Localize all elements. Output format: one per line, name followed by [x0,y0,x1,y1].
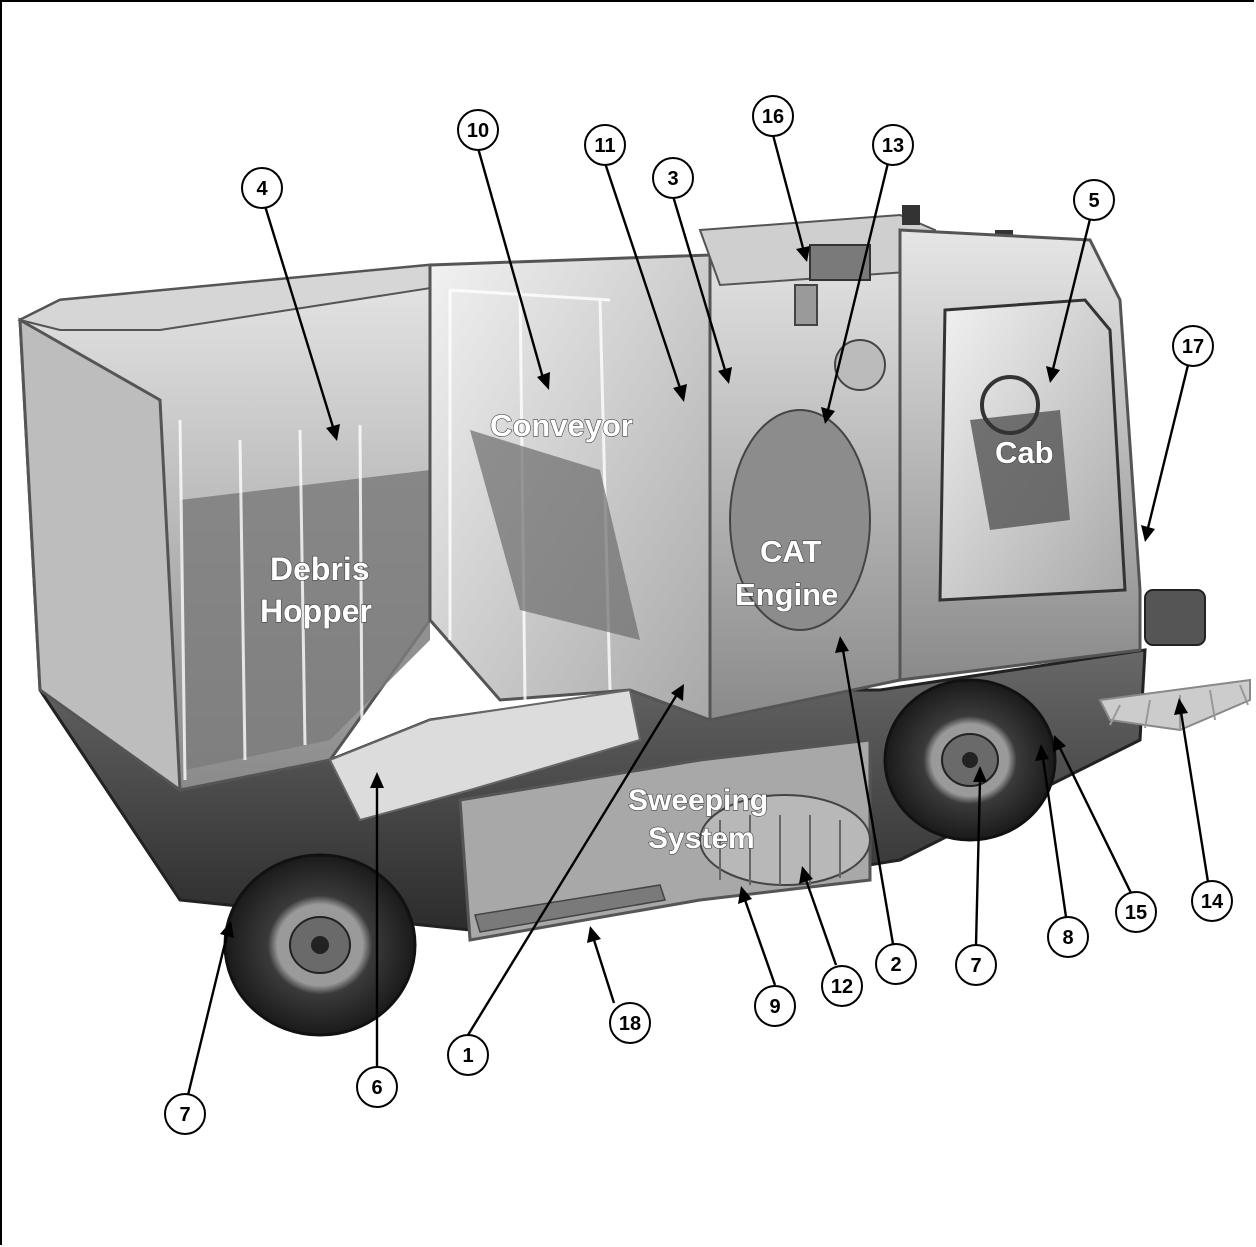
callout-2: 2 [876,944,916,984]
callout-17-label: 17 [1182,336,1204,358]
callout-7-front: 7 [956,945,996,985]
gutter-broom-motor [1145,590,1205,645]
callout-8-label: 8 [1062,927,1073,949]
label-conveyor: Conveyor [490,408,633,443]
callout-14: 14 [1192,881,1232,921]
callout-17: 17 [1173,326,1213,366]
callout-10: 10 [458,110,498,150]
label-engine-line2: Engine [735,577,838,612]
callout-5: 5 [1074,180,1114,220]
callout-7-rear: 7 [165,1094,205,1134]
label-cab: Cab [995,435,1054,470]
label-sweeping-line2: System [648,822,755,855]
callout-2-label: 2 [890,954,901,976]
callout-1-label: 1 [462,1045,473,1067]
callout-11-label: 11 [594,135,615,157]
callout-6-label: 6 [371,1077,382,1099]
callout-7-rear-label: 7 [179,1104,190,1126]
callout-18-label: 18 [619,1013,641,1035]
callout-13-label: 13 [882,135,904,157]
callout-15: 15 [1116,892,1156,932]
label-sweeping-line1: Sweeping [628,784,768,817]
callout-3: 3 [653,158,693,198]
beacon-light-1 [902,205,920,225]
label-debris-line1: Debris [270,551,370,587]
callout-9: 9 [755,986,795,1026]
callout-12-label: 12 [831,976,853,998]
callout-6: 6 [357,1067,397,1107]
callout-7-front-label: 7 [970,955,981,977]
callout-16-label: 16 [762,106,784,128]
label-debris-line2: Hopper [260,593,372,629]
callout-5-label: 5 [1088,190,1099,212]
callout-16: 16 [753,96,793,136]
callout-4-label: 4 [256,178,268,200]
callout-4: 4 [242,168,282,208]
callout-9-label: 9 [769,996,780,1018]
callout-14-label: 14 [1201,891,1224,913]
front-tire [885,680,1055,840]
rear-tire [225,855,415,1035]
label-engine-line1: CAT [760,534,821,569]
callout-13: 13 [873,125,913,165]
callout-11: 11 [585,125,625,165]
callout-10-label: 10 [467,120,489,142]
callout-3-label: 3 [667,168,678,190]
callout-8: 8 [1048,917,1088,957]
callout-12: 12 [822,966,862,1006]
callout-18: 18 [610,1003,650,1043]
callout-1: 1 [448,1035,488,1075]
callout-15-label: 15 [1125,902,1147,924]
exhaust-stack [795,285,817,325]
